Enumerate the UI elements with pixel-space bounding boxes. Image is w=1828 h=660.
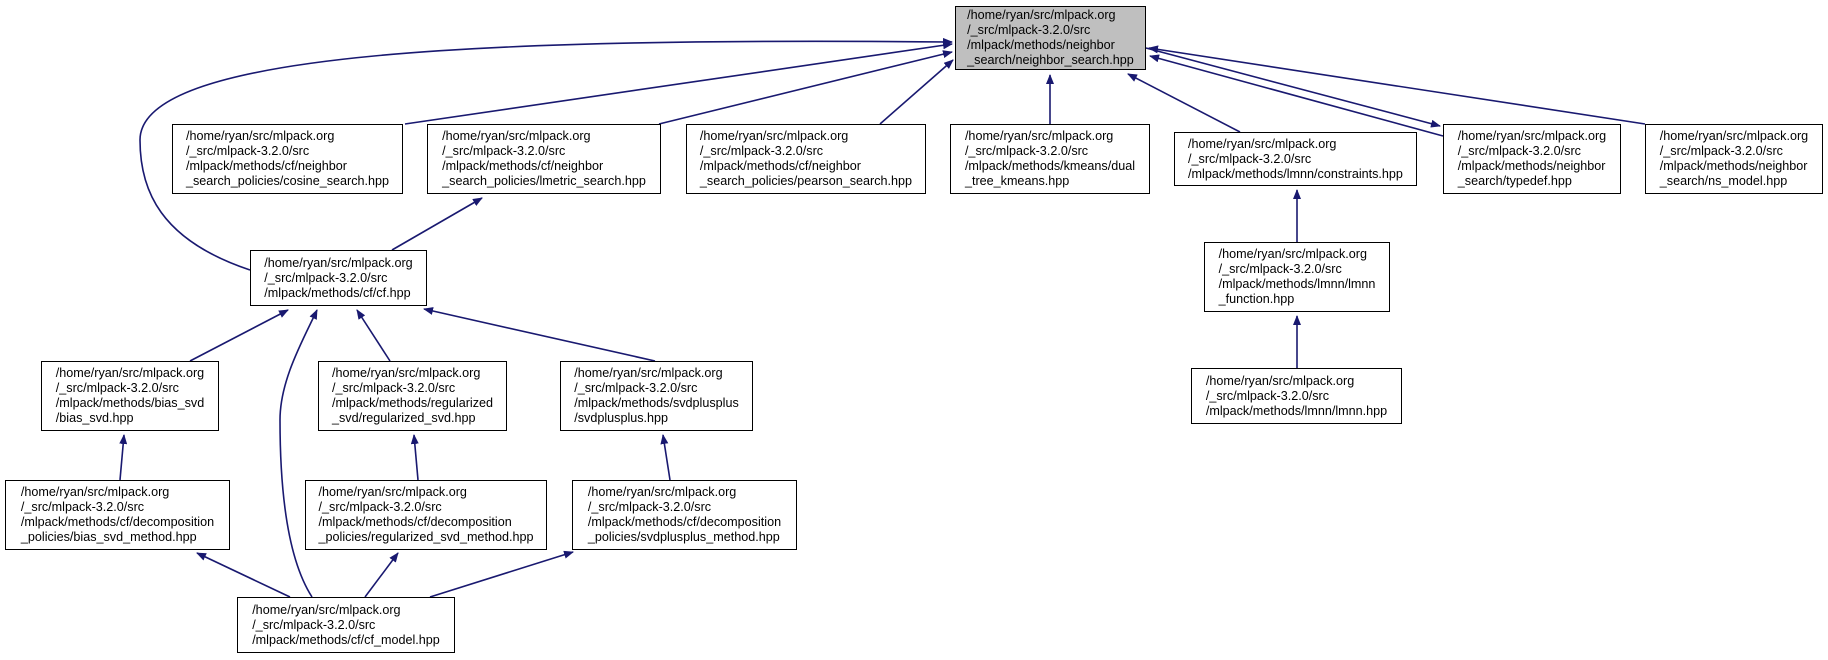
edge-regsvd-to-cf — [356, 309, 391, 362]
node-label: /home/ryan/src/mlpack.org /_src/mlpack-3… — [587, 485, 782, 544]
graph-node-cf-hpp[interactable]: /home/ryan/src/mlpack.org /_src/mlpack-3… — [250, 250, 427, 306]
edge-nsmodel-to-root — [1148, 45, 1646, 125]
node-label: /home/ryan/src/mlpack.org /_src/mlpack-3… — [1205, 373, 1388, 418]
node-label: /home/ryan/src/mlpack.org /_src/mlpack-3… — [185, 129, 390, 188]
edge-cosine-to-root — [404, 41, 953, 125]
node-label: /home/ryan/src/mlpack.org /_src/mlpack-3… — [1188, 136, 1403, 181]
edge-cfmodel-to-svdppmethod — [429, 550, 574, 598]
edge-svdppmethod-to-svdpp — [660, 434, 671, 481]
edge-cfmodel-to-regmethod — [364, 552, 399, 598]
node-label: /home/ryan/src/mlpack.org /_src/mlpack-3… — [964, 129, 1136, 188]
edge-pearson-to-root — [879, 59, 954, 125]
node-label: /home/ryan/src/mlpack.org /_src/mlpack-3… — [699, 129, 913, 188]
graph-node-lmetric-search-hpp[interactable]: /home/ryan/src/mlpack.org /_src/mlpack-3… — [427, 124, 661, 194]
edge-constraints-to-root — [1127, 73, 1241, 133]
node-label: /home/ryan/src/mlpack.org /_src/mlpack-3… — [20, 485, 215, 544]
graph-node-svdplusplus-method-hpp[interactable]: /home/ryan/src/mlpack.org /_src/mlpack-3… — [572, 480, 797, 550]
graph-node-svdplusplus-hpp[interactable]: /home/ryan/src/mlpack.org /_src/mlpack-3… — [560, 361, 753, 431]
edge-cf-to-lmetric — [391, 197, 483, 251]
edge-svdpp-to-cf — [423, 307, 656, 362]
node-label: /home/ryan/src/mlpack.org /_src/mlpack-3… — [55, 366, 205, 425]
edge-biasmethod-to-biassvd — [119, 434, 128, 481]
graph-node-cosine-search-hpp[interactable]: /home/ryan/src/mlpack.org /_src/mlpack-3… — [172, 124, 403, 194]
graph-node-pearson-search-hpp[interactable]: /home/ryan/src/mlpack.org /_src/mlpack-3… — [686, 124, 926, 194]
graph-node-cf-model-hpp[interactable]: /home/ryan/src/mlpack.org /_src/mlpack-3… — [237, 597, 455, 653]
node-label: /home/ryan/src/mlpack.org /_src/mlpack-3… — [252, 602, 440, 647]
node-label: /home/ryan/src/mlpack.org /_src/mlpack-3… — [1457, 129, 1607, 188]
node-label: /home/ryan/src/mlpack.org /_src/mlpack-3… — [318, 485, 534, 544]
node-label: /home/ryan/src/mlpack.org /_src/mlpack-3… — [1659, 129, 1809, 188]
graph-node-lmnn-hpp[interactable]: /home/ryan/src/mlpack.org /_src/mlpack-3… — [1191, 368, 1402, 424]
node-label: /home/ryan/src/mlpack.org /_src/mlpack-3… — [264, 255, 413, 300]
edge-biassvd-to-cf — [189, 309, 289, 362]
edge-lmetric-to-root — [658, 50, 953, 125]
graph-node-regularized-svd-method-hpp[interactable]: /home/ryan/src/mlpack.org /_src/mlpack-3… — [305, 480, 547, 550]
edge-root-to-typedef — [1145, 47, 1441, 128]
graph-node-neighbor-search-hpp[interactable]: /home/ryan/src/mlpack.org /_src/mlpack-3… — [955, 6, 1146, 70]
node-label: /home/ryan/src/mlpack.org /_src/mlpack-3… — [442, 129, 646, 188]
graph-node-typedef-hpp[interactable]: /home/ryan/src/mlpack.org /_src/mlpack-3… — [1443, 124, 1621, 194]
node-label: /home/ryan/src/mlpack.org /_src/mlpack-3… — [332, 366, 493, 425]
node-label: /home/ryan/src/mlpack.org /_src/mlpack-3… — [574, 366, 739, 425]
edge-cfmodel-to-biasmethod — [196, 552, 291, 598]
edge-cfmodel-to-cf — [279, 309, 318, 598]
node-label: /home/ryan/src/mlpack.org /_src/mlpack-3… — [967, 8, 1134, 67]
edge-typedef-to-root — [1149, 54, 1444, 137]
graph-node-ns-model-hpp[interactable]: /home/ryan/src/mlpack.org /_src/mlpack-3… — [1645, 124, 1823, 194]
graph-node-regularized-svd-hpp[interactable]: /home/ryan/src/mlpack.org /_src/mlpack-3… — [318, 361, 507, 431]
edge-regmethod-to-regsvd — [410, 434, 419, 481]
node-label: /home/ryan/src/mlpack.org /_src/mlpack-3… — [1218, 247, 1376, 306]
graph-node-dual-tree-kmeans-hpp[interactable]: /home/ryan/src/mlpack.org /_src/mlpack-3… — [950, 124, 1150, 194]
graph-node-constraints-hpp[interactable]: /home/ryan/src/mlpack.org /_src/mlpack-3… — [1174, 132, 1417, 186]
edge-cf-to-root — [139, 37, 953, 271]
graph-node-lmnn-function-hpp[interactable]: /home/ryan/src/mlpack.org /_src/mlpack-3… — [1204, 242, 1390, 312]
graph-node-bias-svd-method-hpp[interactable]: /home/ryan/src/mlpack.org /_src/mlpack-3… — [5, 480, 230, 550]
graph-node-bias-svd-hpp[interactable]: /home/ryan/src/mlpack.org /_src/mlpack-3… — [41, 361, 219, 431]
